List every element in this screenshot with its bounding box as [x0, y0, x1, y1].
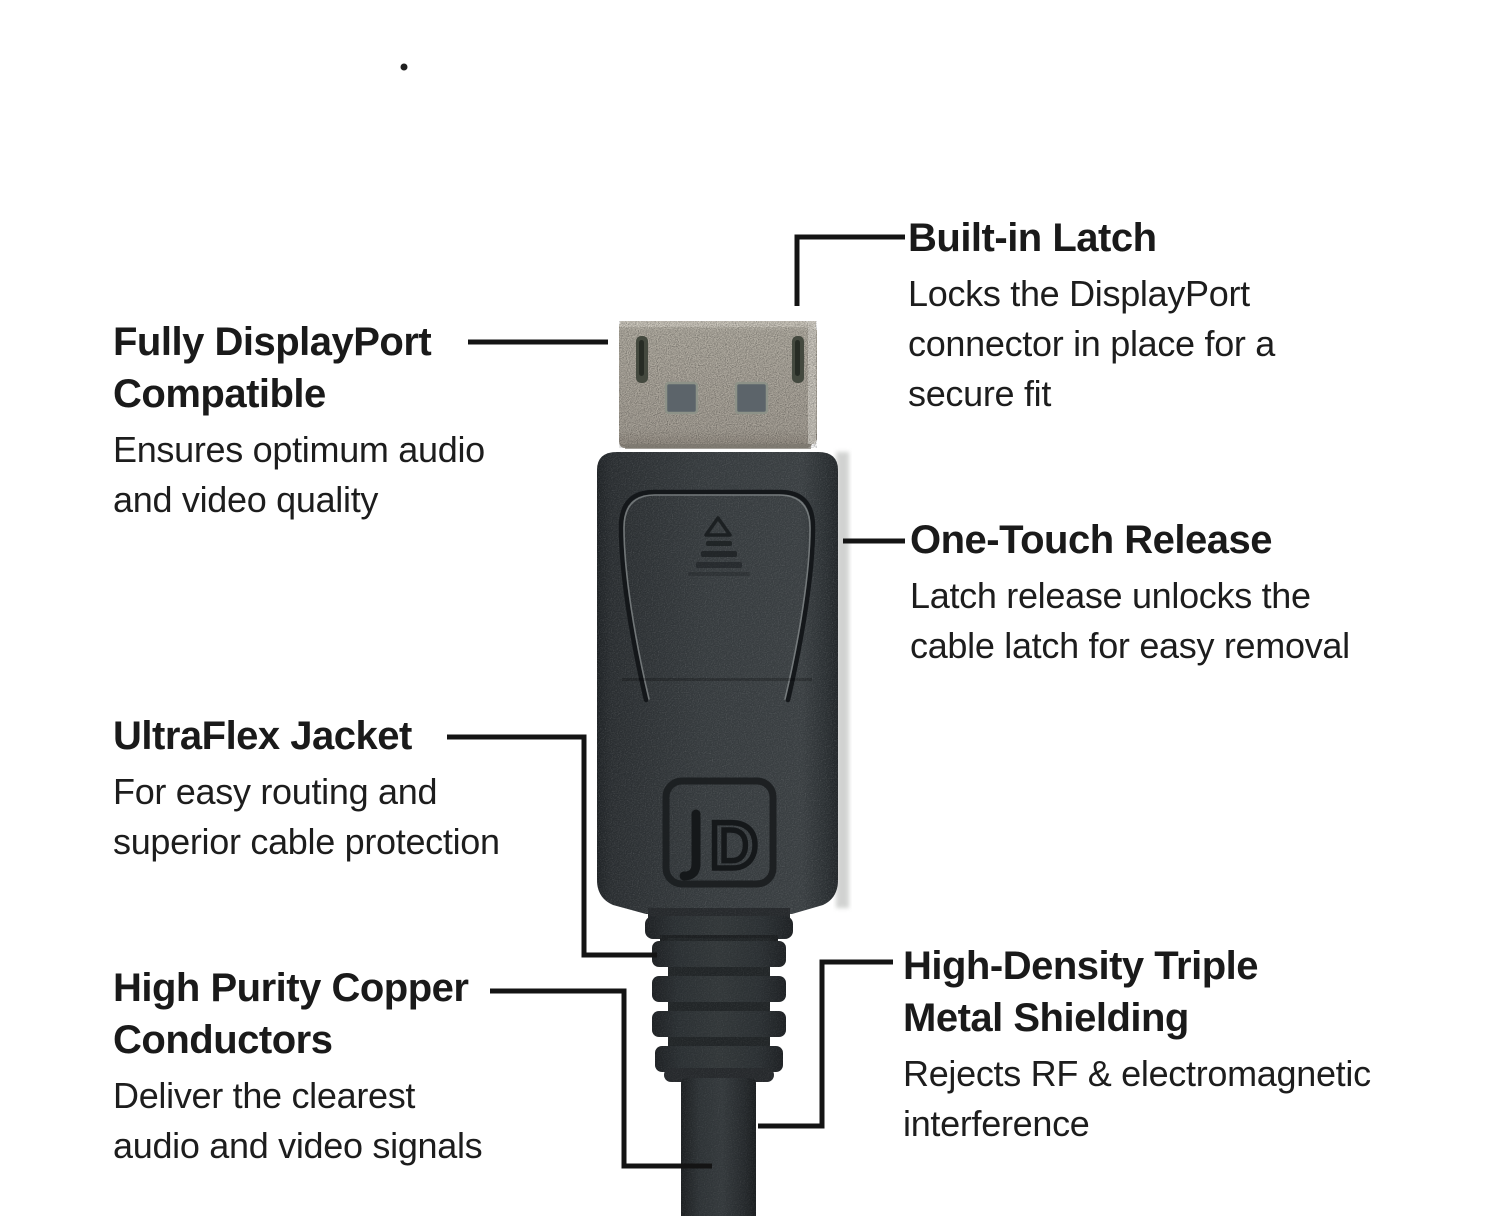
- callout-high-density-triple-metal-shielding: High-Density Triple Metal Shielding Reje…: [903, 940, 1371, 1149]
- metal-shield: [619, 321, 817, 449]
- callout-desc: Latch release unlocks the cable latch fo…: [910, 575, 1350, 666]
- shield-opening-right: [734, 381, 769, 415]
- dp-logo-bar: [679, 809, 701, 881]
- callout-title: One-Touch Release: [910, 518, 1272, 562]
- connector-body: D: [597, 452, 838, 914]
- stray-dot: [400, 63, 408, 71]
- shield-opening-left: [664, 381, 699, 415]
- cable: [681, 1078, 756, 1216]
- callout-ultraflex-jacket: UltraFlex Jacket For easy routing and su…: [113, 710, 500, 867]
- callout-fully-displayport-compatible: Fully DisplayPort Compatible Ensures opt…: [113, 316, 485, 525]
- callout-desc: Ensures optimum audio and video quality: [113, 429, 485, 520]
- eject-icon: [688, 516, 750, 576]
- leader-line-ultraflex-jacket: [447, 734, 657, 958]
- strain-relief: [645, 908, 793, 1082]
- callout-title: Fully DisplayPort Compatible: [113, 320, 432, 416]
- callout-built-in-latch: Built-in Latch Locks the DisplayPort con…: [908, 212, 1275, 419]
- callout-high-purity-copper-conductors: High Purity Copper Conductors Deliver th…: [113, 962, 483, 1171]
- leader-line-high-density-shielding: [758, 959, 893, 1129]
- dp-logo-letter: D: [710, 808, 758, 882]
- callout-desc: Rejects RF & electromagnetic interferenc…: [903, 1053, 1371, 1144]
- body-edge-highlight: [836, 452, 849, 908]
- callout-one-touch-release: One-Touch Release Latch release unlocks …: [910, 514, 1350, 671]
- callout-desc: Deliver the clearest audio and video sig…: [113, 1075, 483, 1166]
- callout-title: High Purity Copper Conductors: [113, 966, 469, 1062]
- callout-title: Built-in Latch: [908, 216, 1157, 260]
- callout-desc: Locks the DisplayPort connector in place…: [908, 273, 1276, 414]
- leader-line-built-in-latch: [794, 234, 905, 306]
- release-button-outline: [618, 489, 816, 703]
- callout-desc: For easy routing and superior cable prot…: [113, 771, 500, 862]
- dp-logo-box: [662, 777, 777, 888]
- callout-title: UltraFlex Jacket: [113, 714, 412, 758]
- leader-line-high-purity-copper: [490, 988, 712, 1169]
- callout-title: High-Density Triple Metal Shielding: [903, 944, 1258, 1040]
